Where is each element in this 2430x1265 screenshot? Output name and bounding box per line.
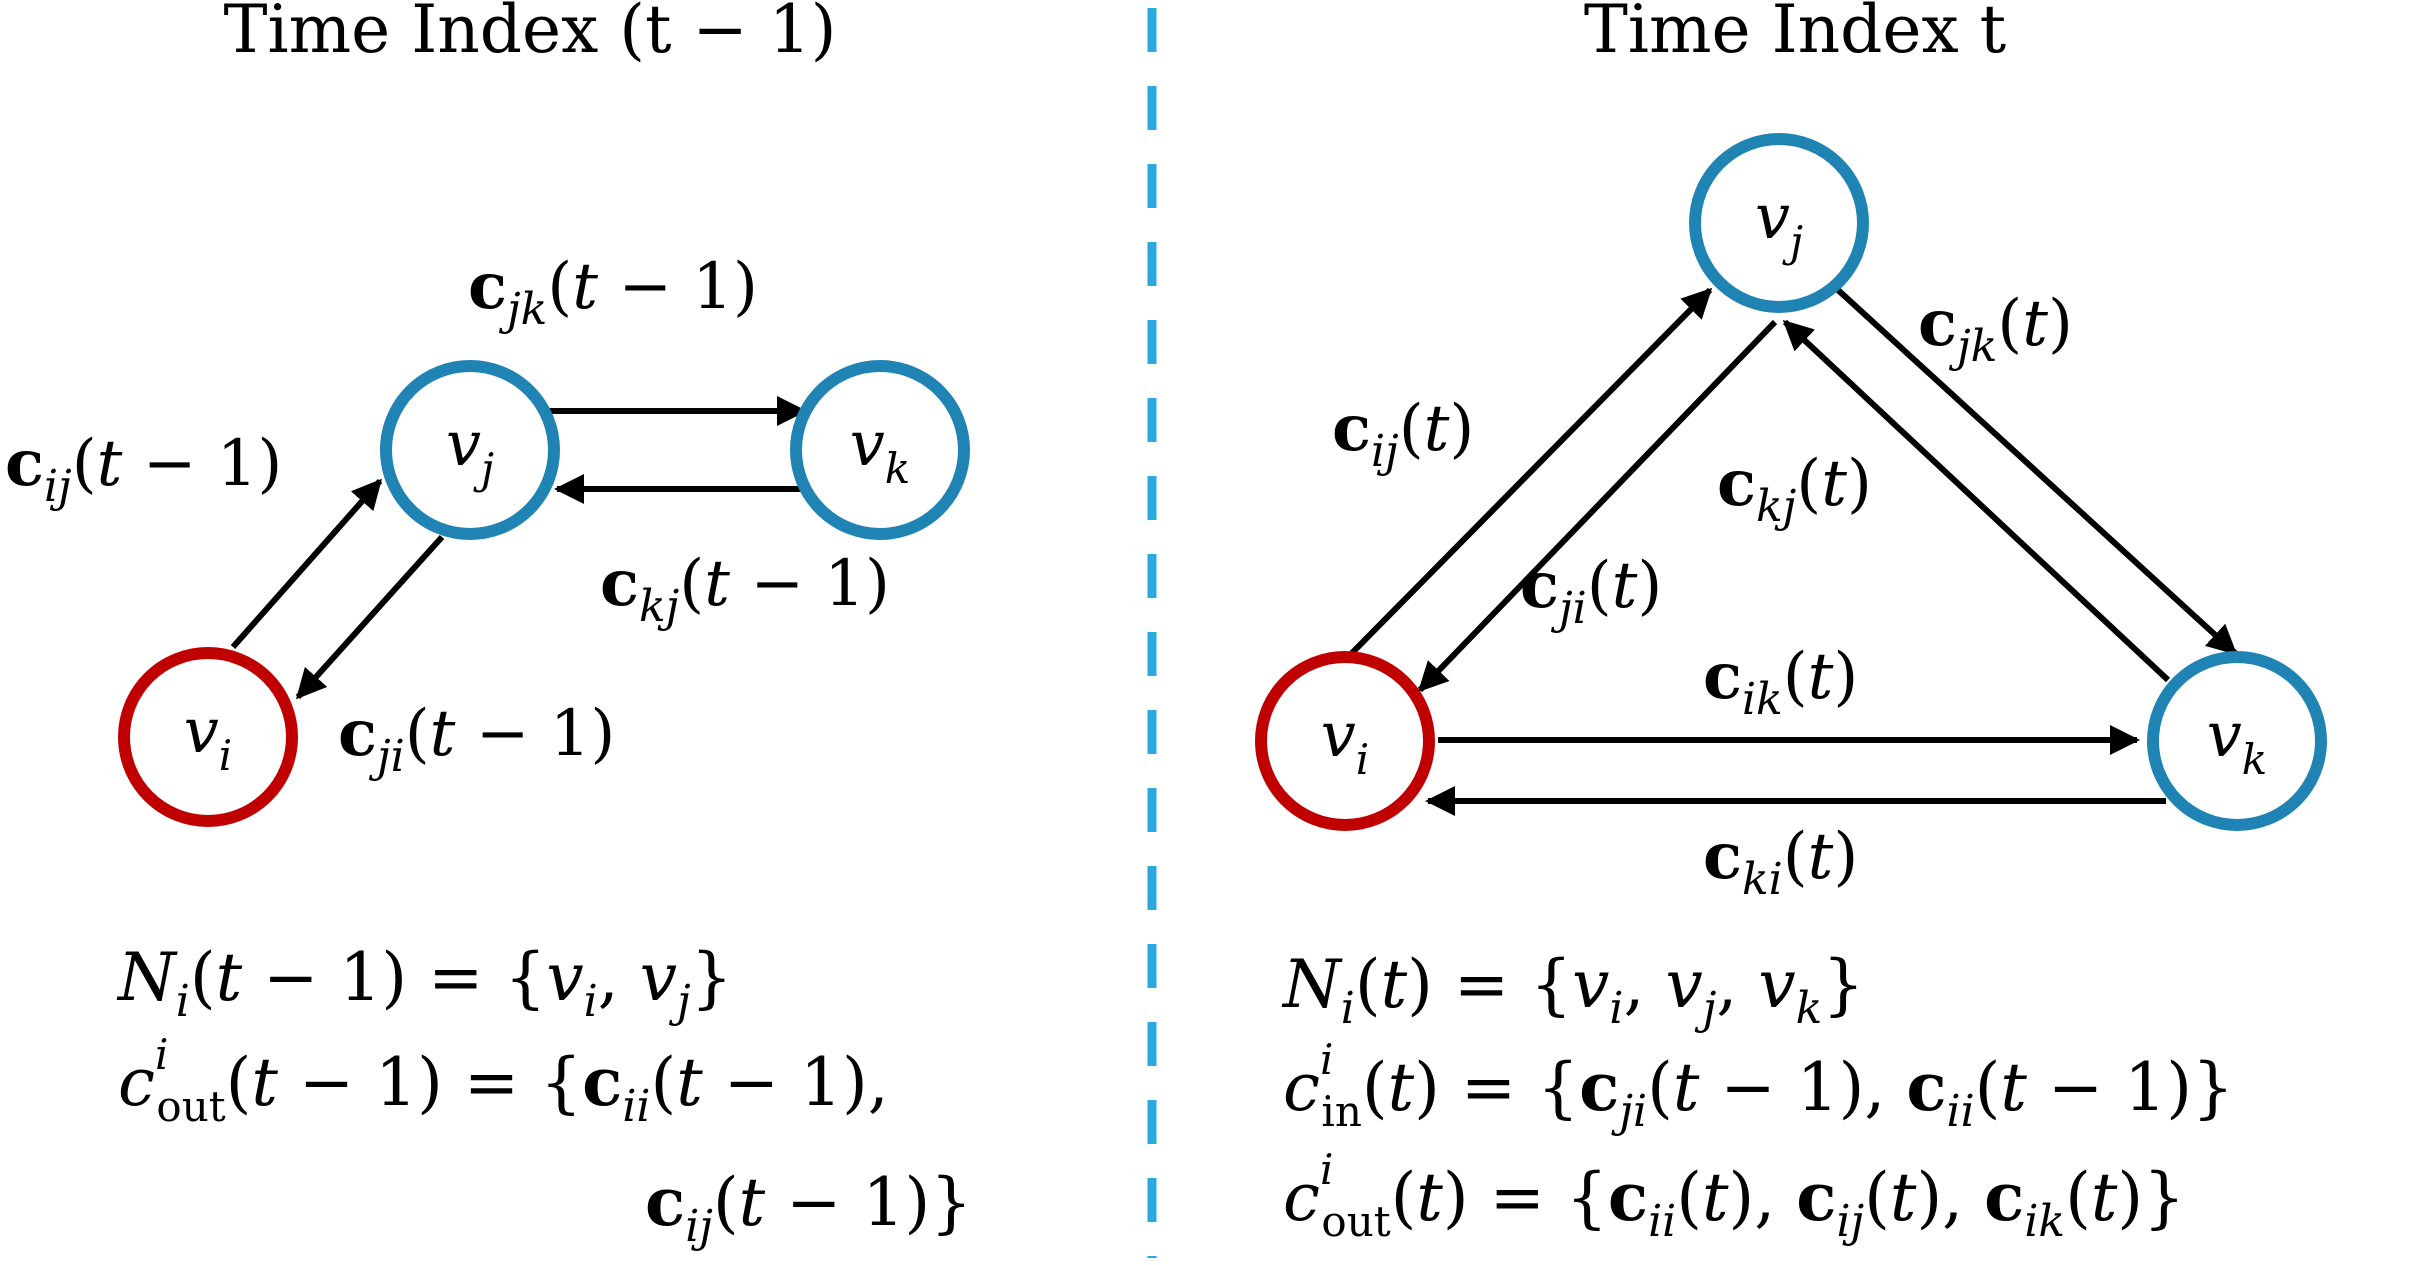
left-label-cij: cij(t − 1): [5, 426, 282, 512]
left-label-cji: cji(t − 1): [338, 696, 615, 782]
right-node-vj-label: vj: [1755, 180, 1803, 266]
left-edge-vj-vi: [295, 534, 445, 700]
right-edge-vj-vk: [1835, 287, 2238, 656]
left-edge-vi-vj: [230, 478, 383, 649]
left-node-vj-label: vj: [446, 407, 494, 493]
left-eq-line3: cij(t − 1)}: [645, 1163, 972, 1252]
right-label-cjk: cjk(t): [1918, 286, 2073, 372]
left-edges: [230, 396, 807, 700]
right-node-vi: [1255, 651, 1435, 831]
left-panel-title: Time Index (t − 1): [223, 0, 836, 68]
left-node-vi: [118, 647, 298, 827]
right-label-cik: cik(t): [1703, 639, 1858, 725]
left-eq-line1: Ni(t − 1) = {vi, vj}: [116, 939, 733, 1027]
left-label-ckj: ckj(t − 1): [600, 546, 890, 632]
right-label-ckj: ckj(t): [1717, 446, 1872, 532]
right-node-vk: [2147, 651, 2327, 831]
right-edges: [1347, 287, 2238, 816]
right-edge-vj-vi: [1417, 319, 1778, 693]
left-node-vi-label: vi: [184, 694, 232, 780]
right-panel-title: Time Index t: [1584, 0, 2006, 68]
right-label-cki: cki(t): [1703, 819, 1858, 905]
right-eq-line1: Ni(t) = {vi, vj, vk}: [1281, 946, 1864, 1034]
right-node-vk-label: vk: [2207, 698, 2267, 784]
right-label-cij: cij(t): [1332, 391, 1474, 477]
left-node-vj: [380, 360, 560, 540]
right-node-vj: [1689, 133, 1869, 313]
left-label-cjk: cjk(t − 1): [468, 249, 758, 335]
right-edge-vk-vj: [1782, 319, 2171, 683]
left-node-vk: [790, 360, 970, 540]
right-label-cji: cji(t): [1520, 548, 1662, 634]
right-edge-vi-vj: [1347, 287, 1713, 658]
left-node-vk-label: vk: [850, 407, 910, 493]
right-node-vi-label: vi: [1321, 698, 1369, 784]
